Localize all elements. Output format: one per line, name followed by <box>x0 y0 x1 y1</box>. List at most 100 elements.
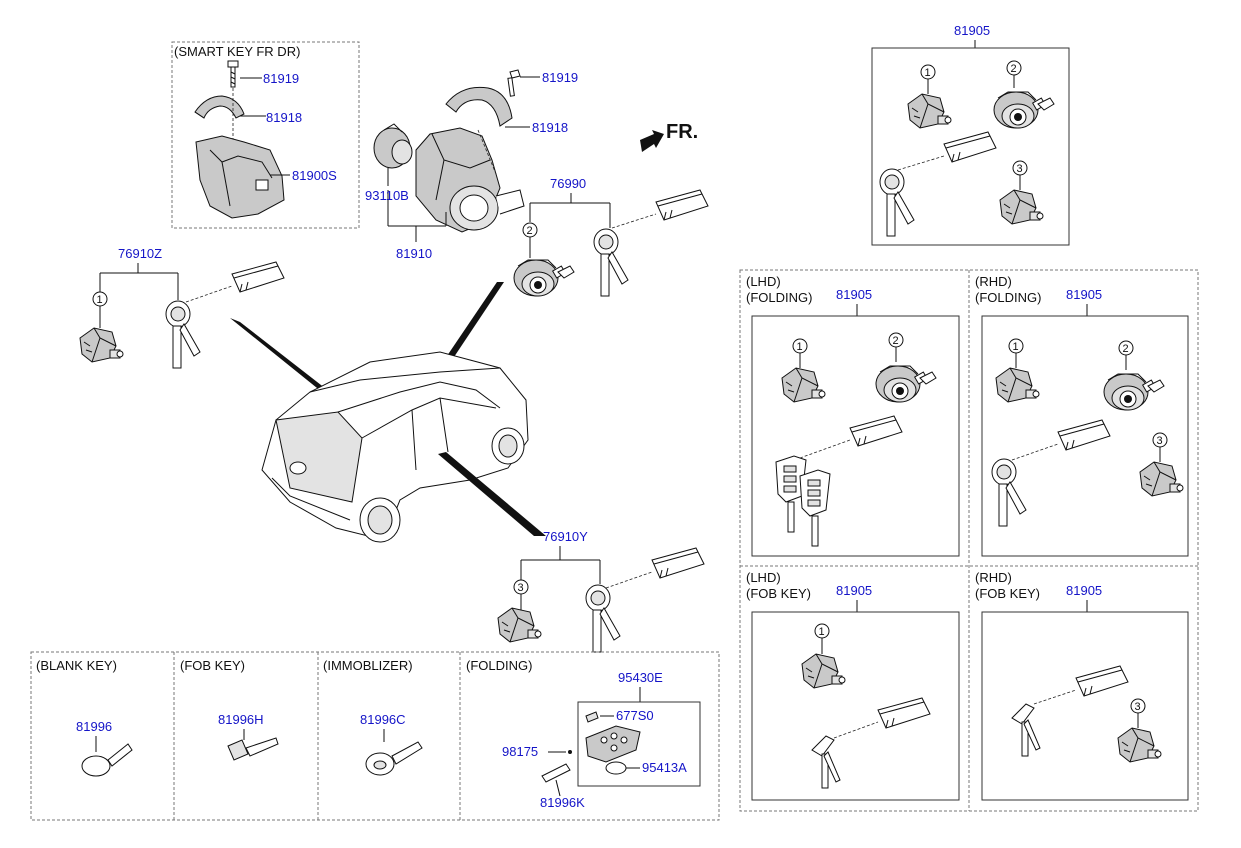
pin-icon <box>568 750 572 754</box>
rhd-fob-header-2: (FOB KEY) <box>975 586 1040 601</box>
svg-text:2: 2 <box>893 335 899 347</box>
fob-key-blade-icon <box>227 737 279 761</box>
folding-header: (FOLDING) <box>466 658 532 673</box>
part-81905-lhd-fob[interactable]: 81905 <box>836 583 872 598</box>
part-95413A[interactable]: 95413A <box>642 760 687 775</box>
part-81910[interactable]: 81910 <box>396 246 432 261</box>
folding-key-icon <box>811 735 841 789</box>
screw-icon <box>227 60 239 88</box>
part-76910Z[interactable]: 76910Z <box>118 246 162 261</box>
key-icon <box>585 584 621 653</box>
lock-cylinder-icon <box>79 327 124 363</box>
svg-text:1: 1 <box>1013 341 1019 353</box>
key-icon <box>991 458 1027 527</box>
screw-icon <box>507 69 521 97</box>
part-76910Y[interactable]: 76910Y <box>543 529 588 544</box>
lhd-fob-header-2: (FOB KEY) <box>746 586 811 601</box>
key-icon <box>879 168 915 237</box>
top-kit-frame <box>871 47 1070 246</box>
part-81996[interactable]: 81996 <box>76 719 112 734</box>
part-81900S[interactable]: 81900S <box>292 168 337 183</box>
part-81918-a[interactable]: 81918 <box>266 110 302 125</box>
rhd-folding-header-1: (RHD) <box>975 274 1012 289</box>
svg-text:1: 1 <box>925 67 931 79</box>
ignition-switch-icon <box>993 91 1055 129</box>
svg-text:3: 3 <box>1135 701 1141 713</box>
part-95430E[interactable]: 95430E <box>618 670 663 685</box>
lock-cylinder-icon <box>801 653 846 689</box>
lhd-folding-header-2: (FOLDING) <box>746 290 812 305</box>
smart-tag-icon <box>1057 419 1111 451</box>
svg-text:2: 2 <box>1011 63 1017 75</box>
steering-lock-housing-icon <box>415 127 525 233</box>
smart-tag-icon <box>655 189 709 221</box>
part-81918-b[interactable]: 81918 <box>532 120 568 135</box>
part-76990[interactable]: 76990 <box>550 176 586 191</box>
part-677S0[interactable]: 677S0 <box>616 708 654 723</box>
ignition-switch-icon <box>513 259 575 297</box>
smart-tag-icon <box>1075 665 1129 697</box>
part-81996K[interactable]: 81996K <box>540 795 585 810</box>
rhd-fob-header-1: (RHD) <box>975 570 1012 585</box>
smart-tag-icon <box>651 547 705 579</box>
rhd-folding-header-2: (FOLDING) <box>975 290 1041 305</box>
lock-cylinder-icon <box>999 189 1044 225</box>
lock-cylinder-icon <box>781 367 826 403</box>
svg-text:1: 1 <box>97 294 103 306</box>
rhd-folding-kit-frame <box>981 315 1189 557</box>
svg-text:1: 1 <box>797 341 803 353</box>
fob-subframe <box>577 701 701 787</box>
svg-text:3: 3 <box>1157 435 1163 447</box>
part-81905-top[interactable]: 81905 <box>954 23 990 38</box>
blank-key-icon <box>81 743 133 777</box>
lock-cylinder-icon <box>1139 461 1184 497</box>
smart-tag-icon <box>943 131 997 163</box>
battery-icon <box>605 761 627 775</box>
key-icon <box>593 228 629 297</box>
fob-button-icon <box>585 711 599 723</box>
door-lock-body-icon <box>195 135 285 219</box>
svg-text:1: 1 <box>819 626 825 638</box>
bracket-icon <box>445 86 513 127</box>
ignition-switch-icon <box>1103 373 1165 411</box>
part-98175[interactable]: 98175 <box>502 744 538 759</box>
lhd-folding-header-1: (LHD) <box>746 274 781 289</box>
lhd-fob-header-1: (LHD) <box>746 570 781 585</box>
svg-text:3: 3 <box>1017 163 1023 175</box>
smart-tag-icon <box>877 697 931 729</box>
front-direction-arrow-icon <box>640 130 664 152</box>
part-81905-rhd-fob[interactable]: 81905 <box>1066 583 1102 598</box>
smart-key-header: (SMART KEY FR DR) <box>174 44 300 59</box>
part-81905-lhd-folding[interactable]: 81905 <box>836 287 872 302</box>
svg-text:2: 2 <box>1123 343 1129 355</box>
immobilizer-key-icon <box>365 741 423 776</box>
rhd-fob-kit-frame <box>981 611 1189 801</box>
fob-key-header: (FOB KEY) <box>180 658 245 673</box>
svg-text:2: 2 <box>527 225 533 237</box>
svg-text:3: 3 <box>518 582 524 594</box>
lhd-folding-kit-frame <box>751 315 960 557</box>
key-icon <box>165 300 201 369</box>
part-81919-b[interactable]: 81919 <box>542 70 578 85</box>
part-93110B[interactable]: 93110B <box>365 188 409 203</box>
solenoid-icon <box>373 123 413 169</box>
lock-cylinder-icon <box>497 607 542 643</box>
smart-key-frame <box>171 41 360 229</box>
part-81996C[interactable]: 81996C <box>360 712 406 727</box>
smart-key-fob-icon <box>585 725 641 763</box>
front-direction-label: FR. <box>666 121 698 143</box>
folding-key-icon <box>1011 703 1041 757</box>
car-icon <box>261 351 529 543</box>
folding-key-fob-icon <box>799 469 831 547</box>
leader-arrow-icon <box>230 318 330 392</box>
lock-cylinder-icon <box>1117 727 1162 763</box>
part-81919-a[interactable]: 81919 <box>263 71 299 86</box>
bracket-icon <box>194 95 245 119</box>
lock-cylinder-icon <box>907 93 952 129</box>
folding-key-blade-icon <box>541 763 571 783</box>
keys-frame <box>30 651 720 821</box>
part-81996H[interactable]: 81996H <box>218 712 264 727</box>
part-81905-rhd-folding[interactable]: 81905 <box>1066 287 1102 302</box>
blank-key-header: (BLANK KEY) <box>36 658 117 673</box>
